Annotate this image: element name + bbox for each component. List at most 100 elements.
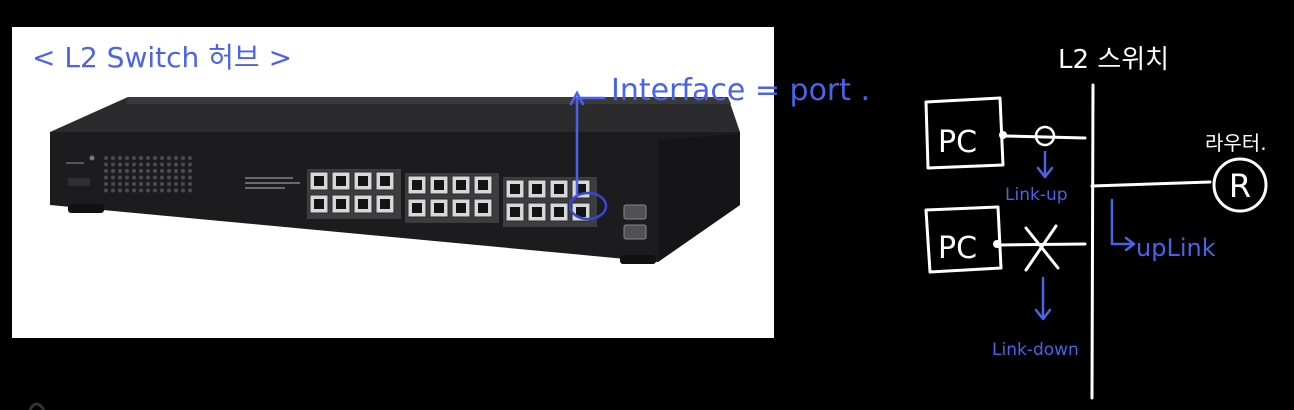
status-led: [111, 182, 115, 186]
port-socket: [412, 180, 422, 190]
status-led: [188, 175, 192, 180]
status-led: [132, 169, 136, 173]
port-socket: [456, 180, 466, 190]
cursor-mark: [28, 402, 46, 410]
status-led: [104, 169, 108, 173]
status-led: [167, 188, 171, 193]
status-led: [146, 188, 150, 193]
status-led: [139, 188, 143, 193]
link-up-label: Link-up: [1005, 185, 1068, 205]
status-led: [160, 169, 164, 173]
status-led: [188, 162, 192, 167]
port-socket: [358, 199, 368, 209]
port-socket: [478, 203, 488, 213]
sfp-slot: [623, 204, 647, 220]
status-led: [160, 175, 164, 180]
status-led: [146, 156, 150, 160]
port-socket: [380, 199, 390, 209]
status-led: [125, 175, 129, 180]
status-led: [153, 162, 157, 167]
status-led: [153, 156, 157, 160]
status-led: [188, 169, 192, 173]
status-led: [104, 156, 108, 160]
status-led: [167, 156, 171, 160]
status-led: [167, 182, 171, 186]
port-socket: [412, 203, 422, 213]
status-led: [167, 169, 171, 173]
status-led: [118, 169, 122, 173]
status-led: [118, 175, 122, 180]
status-led: [146, 182, 150, 186]
status-led: [174, 188, 178, 193]
pc-top-link-line: [1003, 134, 1087, 140]
port-socket: [510, 184, 520, 194]
status-led: [188, 182, 192, 186]
port-socket: [456, 203, 466, 213]
status-led: [153, 188, 157, 193]
status-led: [160, 156, 164, 160]
status-led: [125, 188, 129, 193]
status-led: [174, 182, 178, 186]
status-led: [118, 182, 122, 186]
switch-bus-line: [1090, 83, 1095, 400]
uplink-label: upLink: [1136, 234, 1216, 262]
port-socket: [510, 207, 520, 217]
status-led: [146, 162, 150, 167]
status-led: [174, 175, 178, 180]
switch-photo: [50, 97, 740, 264]
photo-title: < L2 Switch 허브 >: [32, 41, 292, 74]
status-led: [174, 169, 178, 173]
port-socket: [554, 207, 564, 217]
port-socket: [336, 199, 346, 209]
status-led: [146, 169, 150, 173]
ethernet-port-blocks: [307, 169, 597, 227]
status-led: [139, 169, 143, 173]
status-led: [153, 175, 157, 180]
status-led: [111, 188, 115, 193]
network-diagram: L2 스위치 PC Link-up PC Link-down: [924, 45, 1268, 400]
led-grid: [104, 156, 192, 193]
pc-top-box: [924, 96, 1005, 170]
router-symbol: R: [1229, 167, 1251, 205]
status-led: [181, 175, 185, 180]
router-label: 라우터.: [1205, 131, 1267, 155]
port-socket: [478, 180, 488, 190]
link-up-circle-icon: [1034, 125, 1056, 147]
status-led: [181, 156, 185, 160]
router-circle-icon: [1212, 157, 1268, 213]
status-led: [167, 175, 171, 180]
port-socket: [358, 176, 368, 186]
pc-bottom-box: [924, 205, 1003, 274]
port-socket: [434, 180, 444, 190]
status-led: [111, 156, 115, 160]
status-led: [160, 182, 164, 186]
status-led: [181, 169, 185, 173]
uplink-line: [1090, 180, 1212, 188]
uplink-arrow-icon: [1110, 198, 1134, 246]
port-socket: [576, 184, 586, 194]
pc-bottom-label: PC: [938, 231, 977, 266]
power-led-icon: [89, 155, 95, 161]
status-led: [125, 162, 129, 167]
port-socket: [554, 184, 564, 194]
link-down-label: Link-down: [992, 340, 1079, 360]
status-led: [125, 156, 129, 160]
highlighted-port-circle: [568, 191, 608, 221]
port-socket: [380, 176, 390, 186]
port-pointer-line: [575, 96, 606, 197]
status-led: [118, 156, 122, 160]
arrow-head-icon: [569, 90, 585, 106]
status-led: [181, 188, 185, 193]
status-led: [125, 169, 129, 173]
status-led: [174, 162, 178, 167]
status-led: [160, 162, 164, 167]
status-led: [167, 162, 171, 167]
status-led: [104, 182, 108, 186]
port-annotation: Interface = port .: [611, 73, 870, 108]
status-led: [139, 175, 143, 180]
port-socket: [532, 207, 542, 217]
status-led: [139, 182, 143, 186]
status-led: [174, 156, 178, 160]
status-led: [132, 182, 136, 186]
